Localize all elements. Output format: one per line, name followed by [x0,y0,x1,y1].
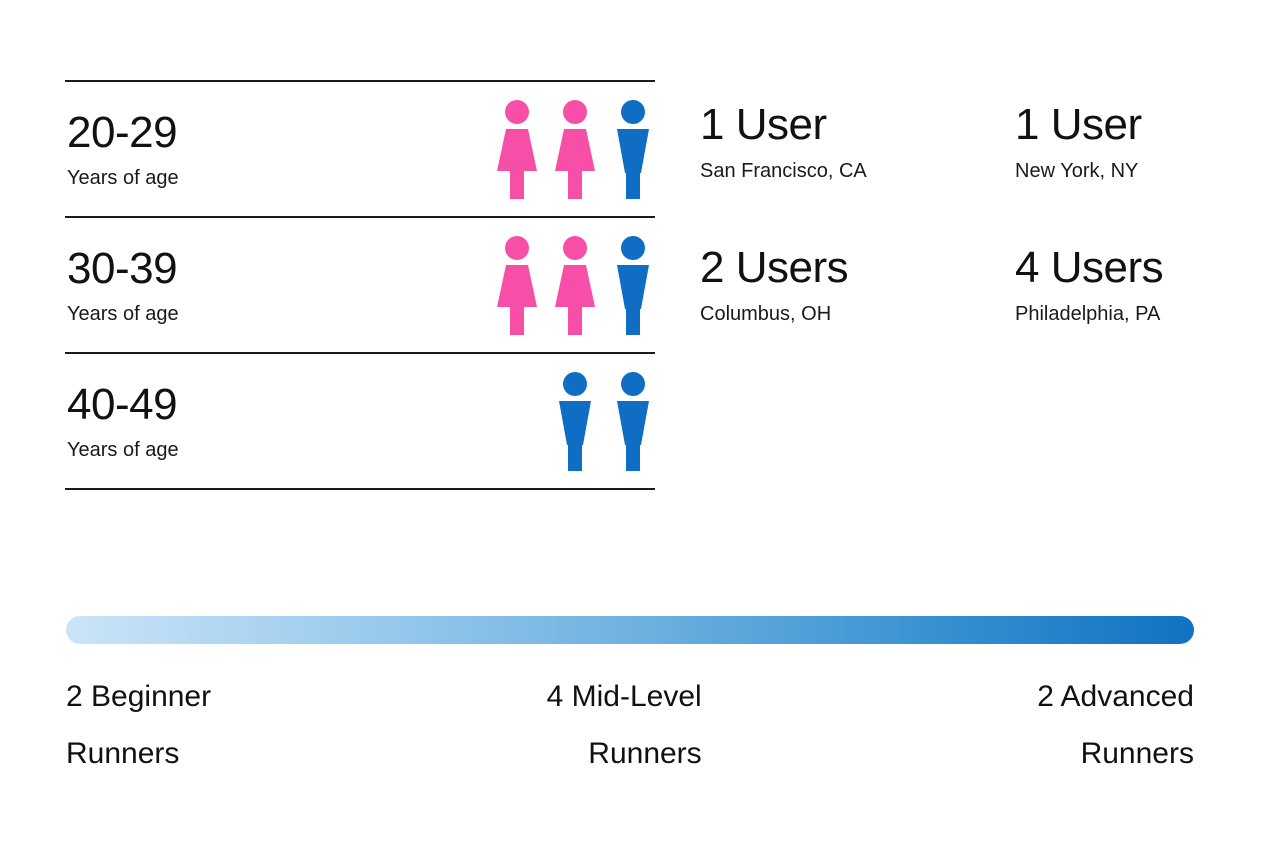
skill-level-labels: 2 Beginner Runners 4 Mid-Level Runners 2… [66,668,1194,782]
age-group-labels: 20-29 Years of age [65,107,179,189]
city-user-count: 2 Users [700,243,849,292]
age-group-labels: 30-39 Years of age [65,243,179,325]
skill-label-line1: 2 Advanced [1037,680,1194,713]
table-rule-2 [65,352,655,354]
table-row: 20-29 Years of age [65,82,655,216]
age-range-label: 20-29 [67,107,178,157]
city-stat-new-york: 1 User New York, NY [1015,100,1142,182]
city-user-count: 4 Users [1015,243,1164,292]
female-figure-icon [497,99,537,199]
skill-level-gradient-bar [66,616,1194,644]
age-caption-label: Years of age [67,438,179,461]
table-rule-bottom [65,488,655,490]
age-range-label: 30-39 [67,243,178,293]
male-figure-icon [613,99,653,199]
figure-group [497,235,655,335]
skill-label-beginner: 2 Beginner Runners [66,668,211,782]
city-stat-san-francisco: 1 User San Francisco, CA [700,100,867,182]
city-user-count: 1 User [1015,100,1142,149]
female-figure-icon [497,235,537,335]
city-location-label: New York, NY [1015,160,1139,182]
age-group-labels: 40-49 Years of age [65,379,179,461]
skill-label-advanced: 2 Advanced Runners [1037,668,1194,782]
female-figure-icon [555,235,595,335]
skill-label-mid-level: 4 Mid-Level Runners [547,668,702,782]
male-figure-icon [613,235,653,335]
male-figure-icon [613,371,653,471]
table-row: 40-49 Years of age [65,354,655,488]
table-rule-1 [65,216,655,218]
city-stat-columbus: 2 Users Columbus, OH [700,243,849,325]
figure-group [497,99,655,199]
skill-label-line1: 4 Mid-Level [546,680,702,713]
city-location-label: Columbus, OH [700,303,832,325]
age-caption-label: Years of age [67,302,179,325]
skill-label-line2: Runners [1080,737,1194,770]
city-stat-philadelphia: 4 Users Philadelphia, PA [1015,243,1164,325]
age-demographics-table: 20-29 Years of age [65,80,655,490]
table-rule-top [65,80,655,82]
skill-label-line1: 2 Beginner [66,680,212,713]
city-user-count: 1 User [700,100,827,149]
city-location-label: San Francisco, CA [700,160,867,182]
skill-label-line2: Runners [588,737,702,770]
city-location-label: Philadelphia, PA [1015,303,1161,325]
figure-group [555,371,655,471]
female-figure-icon [555,99,595,199]
skill-label-line2: Runners [66,737,180,770]
table-row: 30-39 Years of age [65,218,655,352]
male-figure-icon [555,371,595,471]
age-caption-label: Years of age [67,166,179,189]
age-range-label: 40-49 [67,379,178,429]
